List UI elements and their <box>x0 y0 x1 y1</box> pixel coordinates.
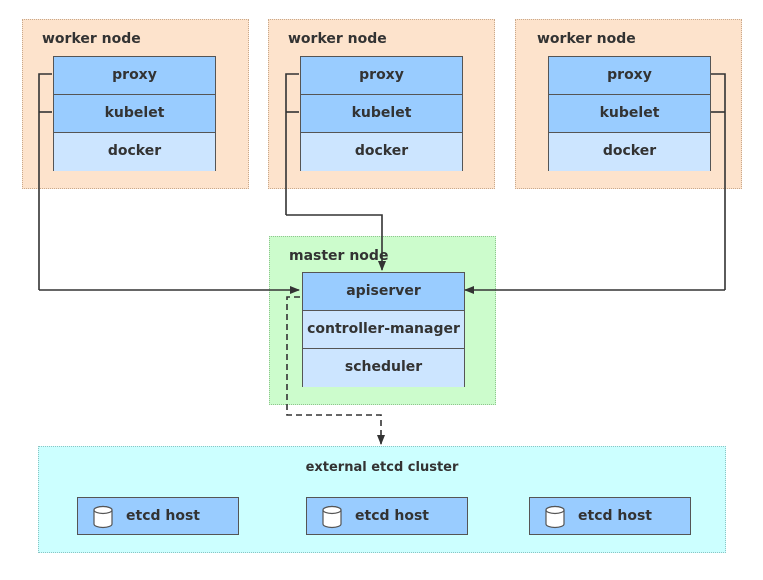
apiserver-component: apiserver <box>303 273 464 311</box>
scheduler-component: scheduler <box>303 349 464 387</box>
etcd-host-1: etcd host <box>77 497 239 535</box>
etcd-cluster-title: external etcd cluster <box>305 460 459 475</box>
etcd-cluster: external etcd cluster etcd host etcd hos… <box>38 446 726 553</box>
etcd-host-label: etcd host <box>355 508 429 524</box>
etcd-host-2: etcd host <box>306 497 468 535</box>
database-cylinder-icon <box>545 505 565 529</box>
worker-node-components: proxy kubelet docker <box>300 56 463 171</box>
etcd-host-label: etcd host <box>578 508 652 524</box>
master-node-title: master node <box>289 248 389 264</box>
kubelet-component: kubelet <box>549 95 710 133</box>
master-node-components: apiserver controller-manager scheduler <box>302 272 465 387</box>
database-cylinder-icon <box>93 505 113 529</box>
worker-node-title: worker node <box>537 31 636 47</box>
docker-component: docker <box>54 133 215 171</box>
worker-node-1: worker node proxy kubelet docker <box>22 19 249 189</box>
kubelet-component: kubelet <box>54 95 215 133</box>
worker-node-3: worker node proxy kubelet docker <box>515 19 742 189</box>
worker-node-components: proxy kubelet docker <box>548 56 711 171</box>
master-node: master node apiserver controller-manager… <box>269 236 496 405</box>
worker-node-components: proxy kubelet docker <box>53 56 216 171</box>
proxy-component: proxy <box>549 57 710 95</box>
docker-component: docker <box>301 133 462 171</box>
controller-manager-component: controller-manager <box>303 311 464 349</box>
proxy-component: proxy <box>54 57 215 95</box>
proxy-component: proxy <box>301 57 462 95</box>
docker-component: docker <box>549 133 710 171</box>
worker-node-title: worker node <box>42 31 141 47</box>
etcd-host-label: etcd host <box>126 508 200 524</box>
worker-node-title: worker node <box>288 31 387 47</box>
etcd-host-3: etcd host <box>529 497 691 535</box>
worker-node-2: worker node proxy kubelet docker <box>268 19 495 189</box>
kubelet-component: kubelet <box>301 95 462 133</box>
database-cylinder-icon <box>322 505 342 529</box>
